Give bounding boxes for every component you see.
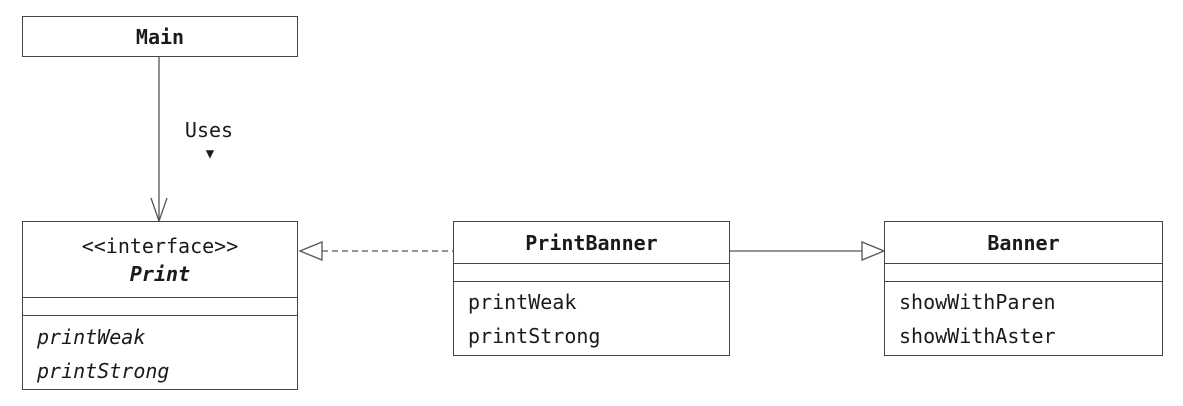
class-banner[interactable]: Banner showWithParen showWithAster xyxy=(884,221,1163,356)
attributes-divider xyxy=(885,263,1162,264)
realization-arrowhead xyxy=(298,241,323,261)
class-banner-header: Banner xyxy=(885,222,1162,263)
operations-divider xyxy=(454,281,729,282)
class-banner-operations: showWithParen showWithAster xyxy=(899,285,1156,353)
operation: printStrong xyxy=(37,359,170,383)
uses-direction-marker: ▼ xyxy=(205,146,215,162)
operation: showWithAster xyxy=(899,324,1056,348)
operation: showWithParen xyxy=(899,290,1056,314)
operation: printWeak xyxy=(37,325,146,349)
interface-print-header: <<interface>> Print xyxy=(23,222,297,297)
operation: printWeak xyxy=(468,290,577,314)
operations-divider xyxy=(23,315,297,316)
attributes-divider xyxy=(23,297,297,298)
class-main[interactable]: Main xyxy=(22,16,298,57)
class-print-banner-name: PrintBanner xyxy=(525,230,658,255)
uses-label: Uses ▼ xyxy=(180,118,238,162)
class-main-header: Main xyxy=(23,17,297,56)
operation: printStrong xyxy=(468,324,601,348)
interface-print[interactable]: <<interface>> Print printWeak printStron… xyxy=(22,221,298,390)
attributes-divider xyxy=(454,263,729,264)
class-print-banner-header: PrintBanner xyxy=(454,222,729,263)
class-main-name: Main xyxy=(135,24,185,49)
class-banner-name: Banner xyxy=(987,230,1060,255)
class-print-banner[interactable]: PrintBanner printWeak printStrong xyxy=(453,221,730,356)
interface-print-name: Print xyxy=(129,261,191,286)
generalization-arrowhead xyxy=(861,241,886,261)
interface-print-operations: printWeak printStrong xyxy=(37,320,291,388)
interface-stereotype: <<interface>> xyxy=(81,233,239,258)
uses-label-text: Uses xyxy=(184,118,234,142)
class-print-banner-operations: printWeak printStrong xyxy=(468,285,723,353)
operations-divider xyxy=(885,281,1162,282)
